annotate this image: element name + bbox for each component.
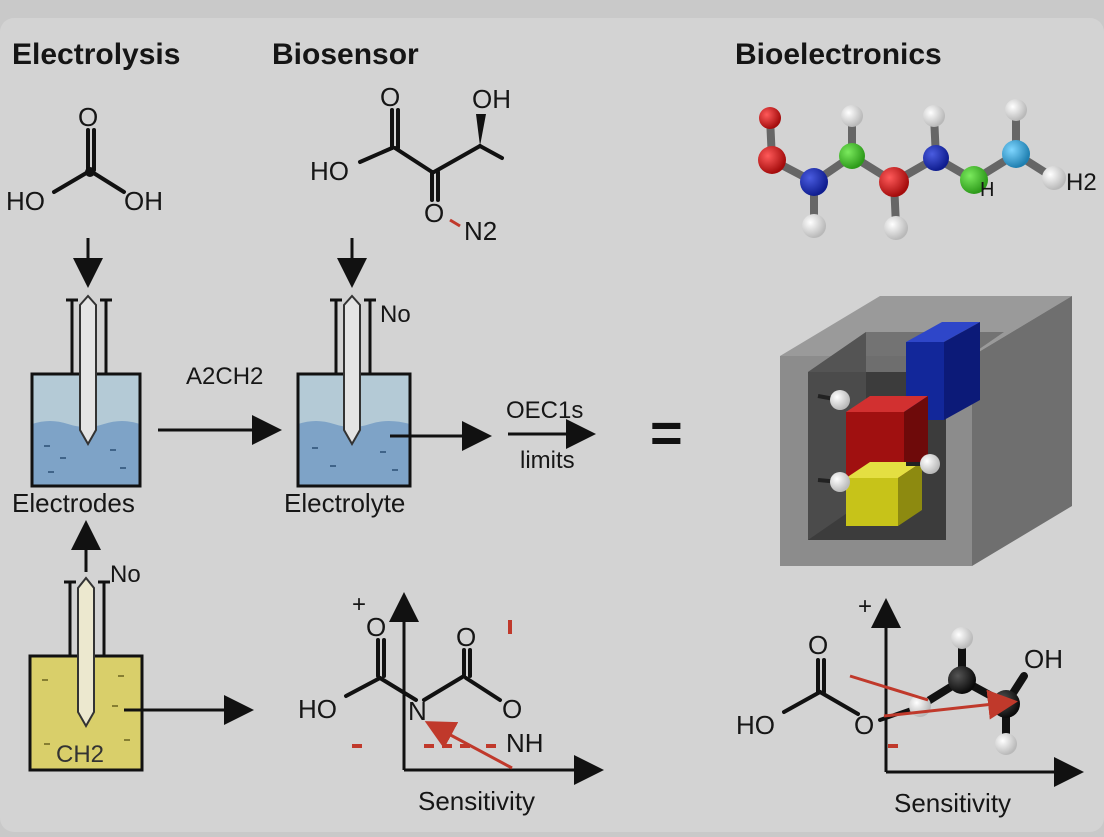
plot-left-o1: O — [366, 612, 386, 642]
carbonic-oh: OH — [124, 186, 163, 216]
plot-left-ho: HO — [298, 694, 337, 724]
plot-right-plus: + — [858, 593, 872, 620]
plot-right-o2: O — [854, 710, 874, 740]
biosensor-o: O — [380, 82, 400, 112]
molecule-h2: H2 — [1066, 169, 1097, 196]
plot-left-o3: O — [502, 694, 522, 724]
plot-right-xlabel: Sensitivity — [894, 788, 1011, 818]
label-limits: limits — [520, 447, 575, 474]
label-no-top: No — [380, 301, 411, 328]
label-ch2: CH2 — [56, 741, 104, 768]
plot-right-oh: OH — [1024, 644, 1063, 674]
biosensor-molecule: O OH HO O N2 — [310, 82, 511, 246]
biosensor-oh: OH — [472, 84, 511, 114]
label-electrodes: Electrodes — [12, 488, 135, 518]
label-no-bottom: No — [110, 561, 141, 588]
beaker-yellow — [28, 576, 144, 772]
label-oec: OEC1s — [506, 397, 583, 424]
plot-left-xlabel: Sensitivity — [418, 786, 535, 816]
biosensor-o2: O — [424, 198, 444, 228]
plot-left-o2: O — [456, 622, 476, 652]
equals-sign: = — [650, 401, 683, 464]
biosensor-n2: N2 — [464, 216, 497, 246]
plot-right: + O HO O OH Sensitivity — [736, 593, 1084, 818]
plot-left-n: N — [408, 696, 427, 726]
carbonic-acid-molecule: O HO OH — [6, 102, 163, 216]
molecule-h: H — [980, 179, 994, 201]
label-reagent: A2CH2 — [186, 363, 263, 390]
carbonic-o: O — [78, 102, 98, 132]
biosensor-ho: HO — [310, 156, 349, 186]
beaker-electrodes — [30, 294, 142, 488]
plot-right-ho: HO — [736, 710, 775, 740]
header-bioelectronics: Bioelectronics — [735, 38, 942, 71]
beaker-electrolyte — [296, 294, 412, 488]
plot-right-o1: O — [808, 630, 828, 660]
plot-left: + O O O HO N NH Sensitivity — [298, 591, 604, 816]
carbonic-ho: HO — [6, 186, 45, 216]
header-electrolysis: Electrolysis — [12, 38, 180, 71]
panel — [0, 18, 1104, 832]
plot-left-plus: + — [352, 591, 366, 618]
header-biosensor: Biosensor — [272, 38, 419, 71]
molecule-model: H H2 — [758, 99, 1097, 240]
device-box — [780, 296, 1072, 566]
label-electrolyte: Electrolyte — [284, 488, 405, 518]
plot-left-nh: NH — [506, 728, 544, 758]
